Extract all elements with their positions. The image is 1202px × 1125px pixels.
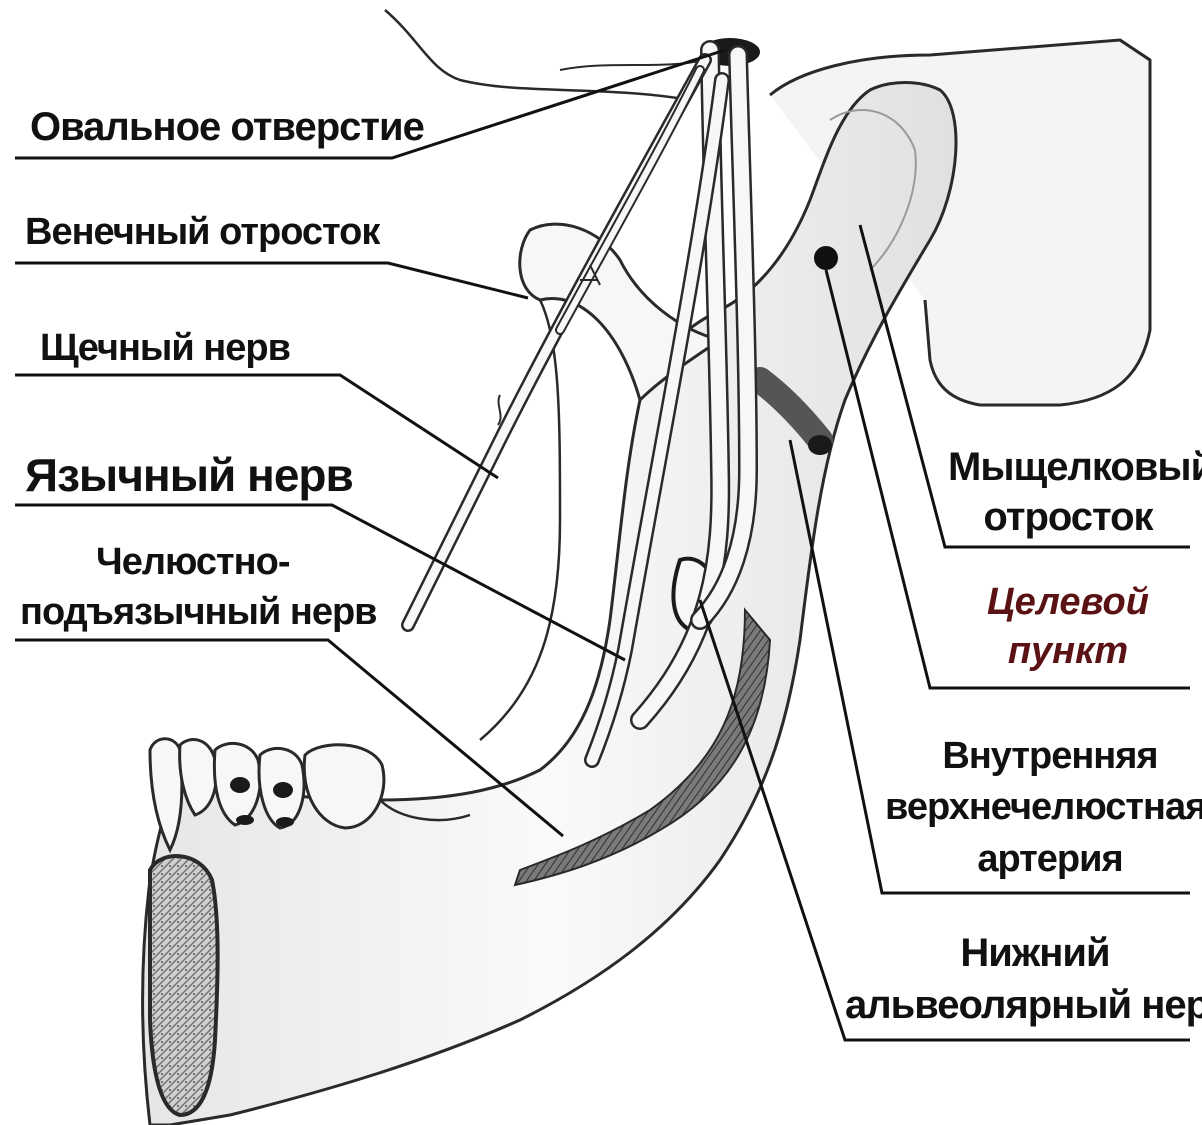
label-artery-line3: артерия xyxy=(905,840,1195,878)
label-inferior-alveolar-line1: Нижний xyxy=(880,933,1190,973)
label-condylar-process-line1: Мыщелковый xyxy=(948,447,1188,487)
label-artery-line2: верхнечелюстная xyxy=(885,788,1195,826)
label-lingual-nerve: Язычный нерв xyxy=(25,452,353,498)
label-buccal-nerve: Щечный нерв xyxy=(40,329,290,367)
label-condylar-process-line2: отросток xyxy=(948,497,1188,537)
upper-nerve-strand xyxy=(385,10,690,100)
label-mylohyoid-nerve-line2: подъязычный нерв xyxy=(20,593,377,631)
label-oval-foramen: Овальное отверстие xyxy=(30,107,424,147)
label-inferior-alveolar-line2: альвеолярный нерв xyxy=(845,985,1195,1025)
label-target-point-line2: пункт xyxy=(948,632,1188,670)
label-mylohyoid-nerve-line1: Челюстно- xyxy=(96,543,290,581)
leader-coronoid xyxy=(15,263,528,298)
label-artery-line1: Внутренняя xyxy=(905,737,1195,775)
mandible-cross-section xyxy=(150,856,218,1115)
target-point-marker xyxy=(814,246,838,270)
label-coronoid-process: Венечный отросток xyxy=(25,213,379,251)
label-target-point-line1: Целевой xyxy=(948,583,1188,621)
